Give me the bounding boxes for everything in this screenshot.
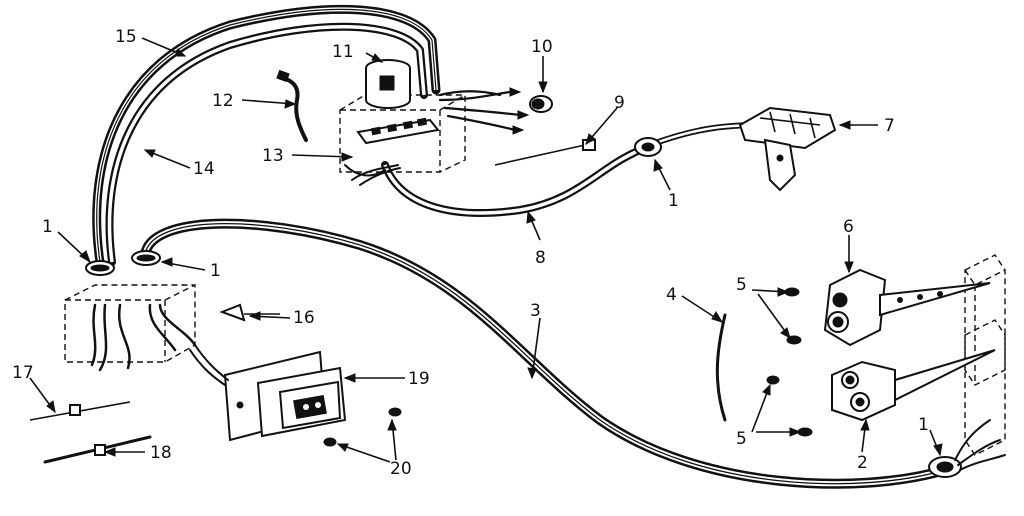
label-2: 2: [857, 453, 868, 473]
harness-3: [140, 218, 950, 489]
grommet-1-left-2: [131, 250, 161, 266]
label-3: 3: [530, 301, 541, 321]
label-15: 15: [115, 27, 137, 47]
top-junction-box: [339, 94, 466, 173]
grommet-1-left: [85, 260, 115, 276]
left-junction-box: [64, 284, 197, 372]
screws-20: [323, 407, 402, 447]
label-16: 16: [293, 308, 315, 328]
label-8: 8: [535, 248, 546, 268]
label-19: 19: [408, 369, 430, 389]
label-1-centre: 1: [668, 191, 679, 211]
harness-8: [381, 122, 763, 217]
harness-14: [105, 22, 428, 266]
terminal-strip-13: [344, 117, 440, 186]
knob-16: [219, 303, 280, 322]
label-14: 14: [193, 159, 215, 179]
label-1-left: 1: [42, 217, 53, 237]
screws-5: [766, 287, 813, 437]
wire-4: [715, 313, 727, 422]
probe-9: [494, 139, 596, 166]
label-5-top: 5: [736, 275, 747, 295]
label-20: 20: [390, 459, 412, 479]
probe-18: [43, 435, 152, 464]
label-6: 6: [843, 217, 854, 237]
lead-12: [276, 69, 308, 142]
label-9: 9: [614, 93, 625, 113]
thermostat-2: [831, 349, 996, 422]
top-box-leads: [438, 87, 530, 135]
label-1-right: 1: [918, 415, 929, 435]
terminal-block-7: [738, 106, 837, 192]
label-12: 12: [212, 91, 234, 111]
label-7: 7: [884, 116, 895, 136]
leader-lines: [29, 37, 943, 463]
label-4: 4: [666, 285, 677, 305]
label-17: 17: [12, 363, 34, 383]
probe-17: [29, 401, 131, 421]
grommet-1-right: [928, 419, 1006, 478]
grommet-1-centre: [634, 137, 662, 157]
capacitor-11: [365, 59, 411, 109]
label-11: 11: [332, 42, 354, 62]
bushing-10: [529, 95, 553, 113]
label-18: 18: [150, 443, 172, 463]
label-1-left-2: 1: [210, 261, 221, 281]
label-5-bottom: 5: [736, 429, 747, 449]
label-13: 13: [262, 146, 284, 166]
label-10: 10: [531, 37, 553, 57]
switch-panel-19: [189, 344, 347, 442]
harness-15: [92, 4, 441, 267]
thermostat-6: [823, 268, 991, 347]
